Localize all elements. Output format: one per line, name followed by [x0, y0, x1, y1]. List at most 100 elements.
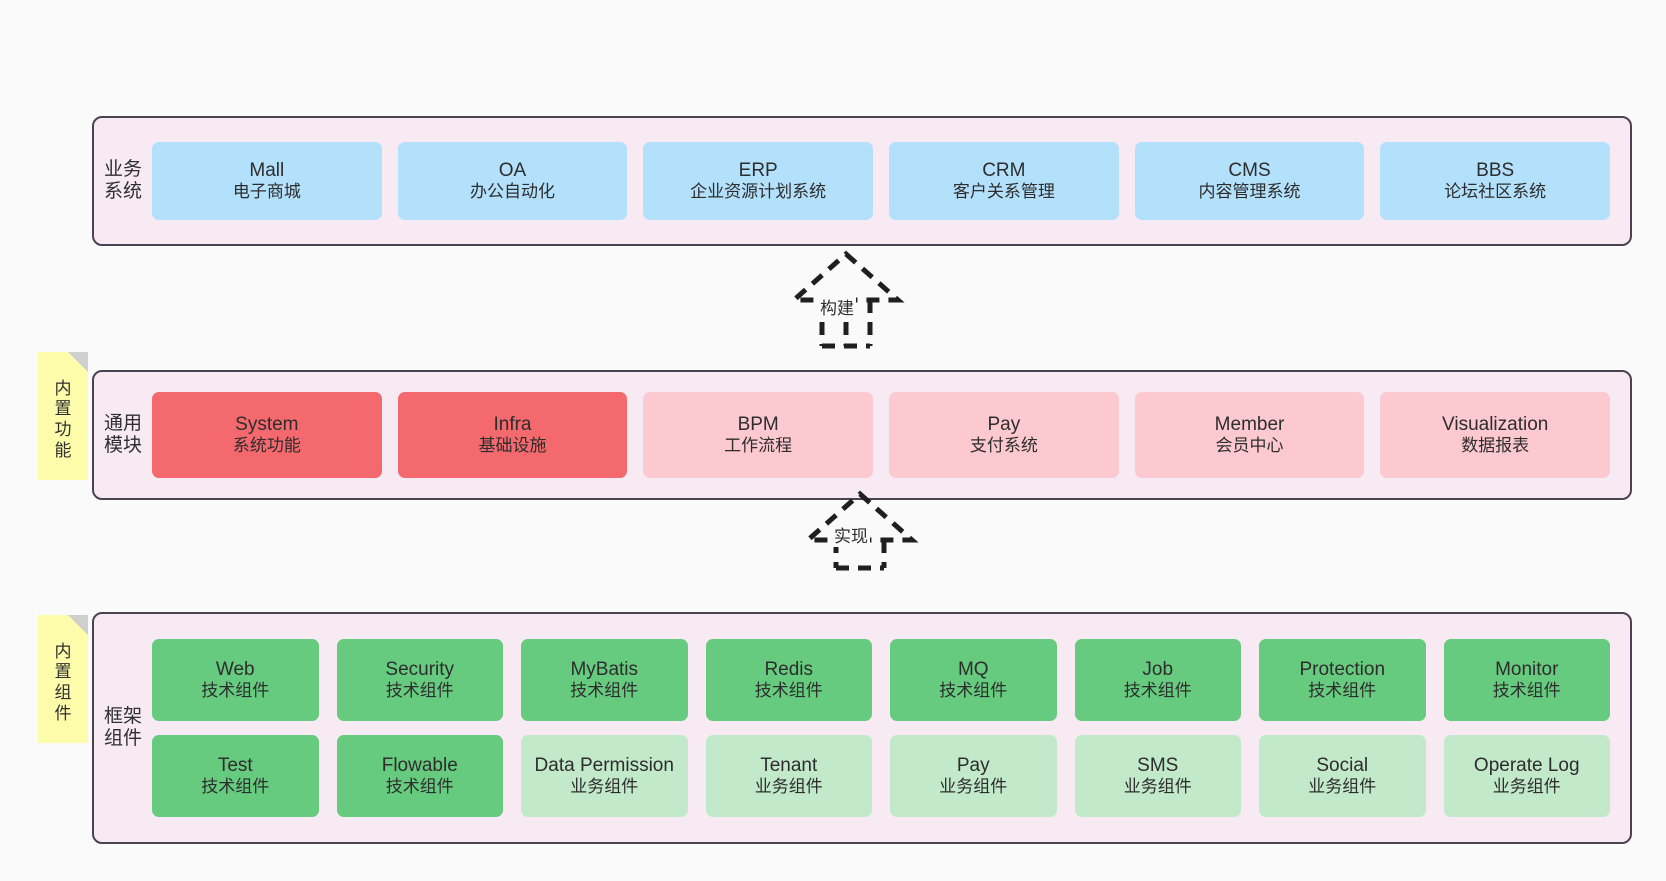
node-label-en: CMS: [1228, 160, 1271, 182]
note-label: 内置组件: [54, 641, 72, 723]
node-monitor[interactable]: Monitor 技术组件: [1443, 639, 1610, 721]
node-label-cn: 业务组件: [939, 777, 1008, 797]
node-label-en: MyBatis: [570, 659, 639, 681]
layer-common-modules: 通用模块 System 系统功能 Infra 基础设施 BPM 工作流程 Pay…: [92, 370, 1632, 500]
node-label-cn: 客户关系管理: [952, 182, 1055, 202]
node-label-en: MQ: [957, 659, 989, 681]
connector-build: 构建: [756, 250, 936, 349]
node-visualization[interactable]: Visualization 数据报表: [1380, 392, 1611, 478]
node-label-en: Security: [385, 659, 455, 681]
node-pay-component[interactable]: Pay 业务组件: [890, 735, 1057, 817]
node-cms[interactable]: CMS 内容管理系统: [1134, 142, 1365, 220]
node-label-cn: 论坛社区系统: [1444, 182, 1547, 202]
node-label-en: Social: [1316, 755, 1369, 777]
node-label-en: ERP: [738, 160, 778, 182]
node-label-cn: 技术组件: [939, 681, 1008, 701]
node-label-cn: 技术组件: [201, 681, 270, 701]
node-mq[interactable]: MQ 技术组件: [890, 639, 1057, 721]
node-label-cn: 支付系统: [969, 436, 1038, 456]
node-label-en: Infra: [493, 414, 532, 436]
node-label-en: BPM: [737, 414, 779, 436]
node-oa[interactable]: OA 办公自动化: [397, 142, 628, 220]
node-label-en: Data Permission: [534, 755, 674, 777]
node-label-cn: 办公自动化: [470, 182, 555, 202]
note-fold-icon: [68, 615, 88, 635]
layer-title-modules: 通用模块: [104, 412, 143, 456]
node-label-en: Pay: [956, 755, 990, 777]
node-label-cn: 内容管理系统: [1198, 182, 1301, 202]
node-infra[interactable]: Infra 基础设施: [397, 392, 628, 478]
node-label-en: Flowable: [381, 755, 458, 777]
node-pay-module[interactable]: Pay 支付系统: [889, 392, 1119, 478]
node-label-cn: 业务组件: [1308, 777, 1377, 797]
node-label-cn: 系统功能: [232, 436, 301, 456]
node-mybatis[interactable]: MyBatis 技术组件: [521, 639, 688, 721]
node-label-en: Test: [217, 755, 253, 777]
layer-body-business: Mall 电子商城 OA 办公自动化 ERP 企业资源计划系统 CRM 客户关系…: [142, 118, 1630, 244]
connector-label-build: 构建: [818, 294, 856, 319]
node-flowable[interactable]: Flowable 技术组件: [336, 735, 503, 817]
node-label-en: Pay: [987, 414, 1021, 436]
node-label-cn: 技术组件: [570, 681, 639, 701]
layer-body-framework: Web 技术组件 Security 技术组件 MyBatis 技术组件 Redi…: [142, 614, 1630, 842]
node-label-cn: 技术组件: [385, 777, 454, 797]
node-protection[interactable]: Protection 技术组件: [1259, 639, 1426, 721]
node-label-cn: 技术组件: [754, 681, 823, 701]
node-label-en: Member: [1214, 414, 1285, 436]
node-label-cn: 基础设施: [478, 436, 547, 456]
node-label-cn: 工作流程: [724, 436, 793, 456]
node-label-en: Operate Log: [1473, 755, 1580, 777]
note-builtin-components: 内置组件: [38, 615, 88, 743]
note-fold-icon: [68, 352, 88, 372]
node-operate-log[interactable]: Operate Log 业务组件: [1443, 735, 1610, 817]
layer-body-modules: System 系统功能 Infra 基础设施 BPM 工作流程 Pay 支付系统…: [142, 372, 1630, 498]
node-social[interactable]: Social 业务组件: [1259, 735, 1426, 817]
node-label-cn: 企业资源计划系统: [690, 182, 827, 202]
node-label-en: OA: [498, 160, 527, 182]
node-label-en: Job: [1142, 659, 1174, 681]
framework-row-tech: Web 技术组件 Security 技术组件 MyBatis 技术组件 Redi…: [152, 639, 1610, 721]
node-label-cn: 技术组件: [1308, 681, 1377, 701]
layer-business-systems: 业务系统 Mall 电子商城 OA 办公自动化 ERP 企业资源计划系统 CRM…: [92, 116, 1632, 246]
node-erp[interactable]: ERP 企业资源计划系统: [643, 142, 874, 220]
node-job[interactable]: Job 技术组件: [1074, 639, 1241, 721]
node-mall[interactable]: Mall 电子商城: [152, 142, 382, 220]
framework-row-biz: Test 技术组件 Flowable 技术组件 Data Permission …: [152, 735, 1610, 817]
node-redis[interactable]: Redis 技术组件: [705, 639, 872, 721]
node-web[interactable]: Web 技术组件: [152, 639, 319, 721]
node-label-en: SMS: [1137, 755, 1179, 777]
node-label-en: Web: [215, 659, 255, 681]
node-bpm[interactable]: BPM 工作流程: [643, 392, 874, 478]
node-label-cn: 技术组件: [201, 777, 270, 797]
node-label-en: Tenant: [760, 755, 818, 777]
layer-title-business: 业务系统: [104, 158, 143, 202]
node-tenant[interactable]: Tenant 业务组件: [705, 735, 872, 817]
node-system[interactable]: System 系统功能: [152, 392, 382, 478]
node-label-cn: 技术组件: [385, 681, 454, 701]
node-bbs[interactable]: BBS 论坛社区系统: [1380, 142, 1611, 220]
node-label-en: CRM: [982, 160, 1026, 182]
note-label: 内置功能: [54, 378, 72, 460]
node-label-cn: 业务组件: [754, 777, 823, 797]
node-label-cn: 业务组件: [1123, 777, 1192, 797]
note-builtin-functions: 内置功能: [38, 352, 88, 480]
node-label-en: Visualization: [1442, 414, 1549, 436]
node-member[interactable]: Member 会员中心: [1134, 392, 1365, 478]
connector-label-realize: 实现: [832, 522, 870, 547]
node-sms[interactable]: SMS 业务组件: [1074, 735, 1241, 817]
node-label-en: System: [235, 414, 299, 436]
node-data-permission[interactable]: Data Permission 业务组件: [521, 735, 688, 817]
layer-title-framework: 框架组件: [104, 705, 143, 749]
node-crm[interactable]: CRM 客户关系管理: [889, 142, 1119, 220]
node-label-cn: 技术组件: [1123, 681, 1192, 701]
node-label-cn: 数据报表: [1461, 436, 1530, 456]
node-label-en: Protection: [1299, 659, 1386, 681]
node-test[interactable]: Test 技术组件: [152, 735, 319, 817]
node-label-cn: 技术组件: [1492, 681, 1561, 701]
node-security[interactable]: Security 技术组件: [336, 639, 503, 721]
node-label-en: Mall: [249, 160, 285, 182]
node-label-en: Redis: [764, 659, 814, 681]
node-label-en: Monitor: [1495, 659, 1559, 681]
node-label-en: BBS: [1476, 160, 1515, 182]
layer-framework-components: 框架组件 Web 技术组件 Security 技术组件 MyBatis 技术组件…: [92, 612, 1632, 844]
